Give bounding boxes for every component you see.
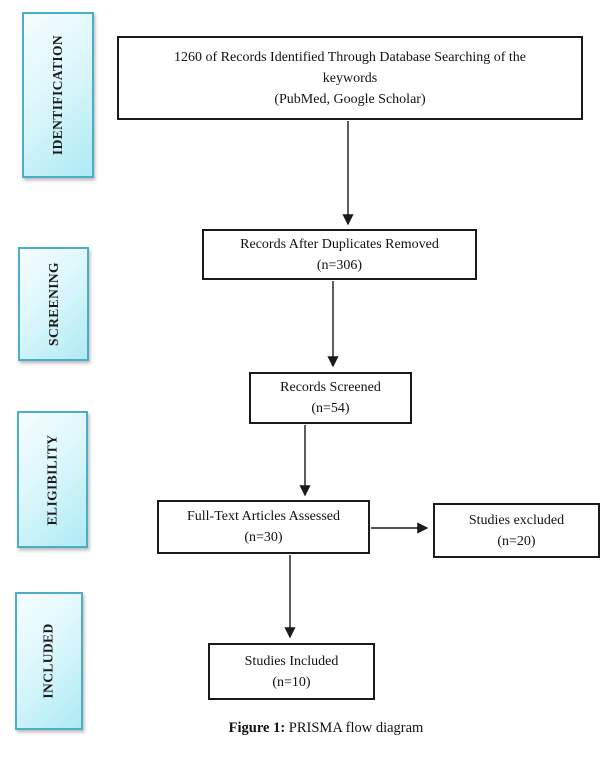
box-fulltext-assessed: Full-Text Articles Assessed (n=30) <box>157 500 370 554</box>
figure-caption-text: PRISMA flow diagram <box>288 720 424 736</box>
box-records-screened-count: (n=54) <box>311 401 350 416</box>
figure-caption: Figure 1: PRISMA flow diagram <box>40 720 612 737</box>
box-studies-included-count: (n=10) <box>272 674 311 690</box>
stage-identification-label: IDENTIFICATION <box>50 34 65 156</box>
box-duplicates-removed-count: (n=306) <box>316 257 363 273</box>
stage-screening-label: SCREENING <box>45 262 61 346</box>
box-records-identified-line3: (PubMed, Google Scholar) <box>274 92 426 107</box>
box-studies-excluded-title: Studies excluded <box>468 512 565 528</box>
stage-eligibility: ELIGIBILITY <box>17 411 88 548</box>
box-records-screened: Records Screened (n=54) <box>249 372 412 424</box>
box-records-identified-line1: 1260 of Records Identified Through Datab… <box>174 50 526 65</box>
stage-screening: SCREENING <box>18 247 89 361</box>
box-studies-excluded: Studies excluded (n=20) <box>433 503 600 558</box>
box-duplicates-removed: Records After Duplicates Removed (n=306) <box>202 229 477 280</box>
box-fulltext-assessed-title: Full-Text Articles Assessed <box>186 509 340 524</box>
figure-caption-label: Figure 1: <box>228 720 286 736</box>
box-records-identified-line2: keywords <box>322 71 378 86</box>
box-fulltext-assessed-count: (n=30) <box>244 530 283 545</box>
stage-included: INCLUDED <box>15 592 83 730</box>
box-records-screened-title: Records Screened <box>280 380 381 395</box>
stage-eligibility-label: ELIGIBILITY <box>44 434 60 525</box>
box-records-identified: 1260 of Records Identified Through Datab… <box>117 36 583 120</box>
box-duplicates-removed-title: Records After Duplicates Removed <box>240 236 439 252</box>
stage-included-label: INCLUDED <box>41 623 56 699</box>
box-studies-excluded-count: (n=20) <box>497 533 536 549</box>
box-studies-included: Studies Included (n=10) <box>208 643 375 700</box>
stage-identification: IDENTIFICATION <box>22 12 94 178</box>
box-studies-included-title: Studies Included <box>244 653 339 669</box>
